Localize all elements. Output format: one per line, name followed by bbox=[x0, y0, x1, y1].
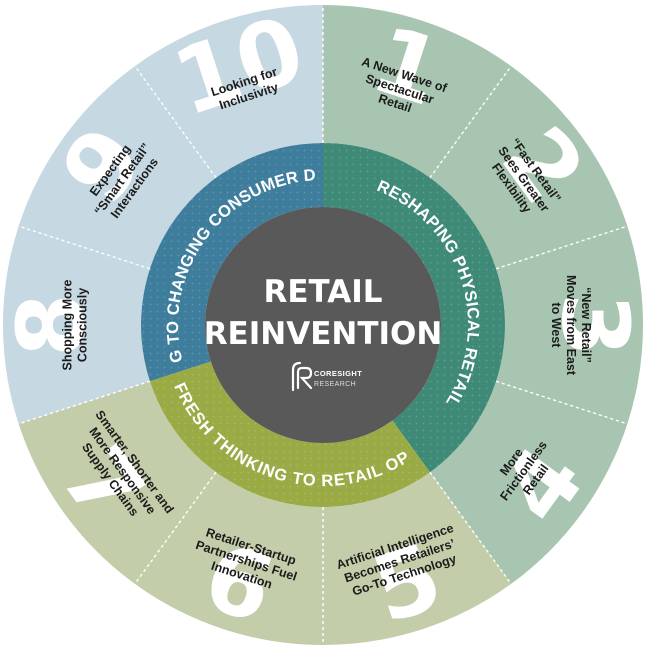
segment-8-label-line: Shopping More bbox=[61, 279, 75, 370]
segment-2-wedge bbox=[429, 66, 628, 269]
segment-3-label-line: to West bbox=[549, 303, 563, 349]
segment-4-wedge bbox=[429, 381, 628, 584]
segment-8-number: 8 bbox=[0, 293, 105, 357]
center-title-line1: RETAIL bbox=[263, 274, 382, 310]
segment-3-label-line: “New Retail” bbox=[579, 287, 593, 363]
segment-divider bbox=[495, 380, 628, 425]
segment-3-number: 3 bbox=[542, 293, 646, 357]
theme-3-texture bbox=[140, 143, 323, 382]
segment-divider bbox=[134, 65, 217, 179]
segment-3-wedge bbox=[496, 226, 643, 424]
segment-divider bbox=[18, 380, 151, 425]
segment-6-wedge bbox=[134, 472, 323, 645]
coresight-logo: CORESIGHT RESEARCH bbox=[291, 361, 362, 392]
segment-8-label-line: Consciously bbox=[76, 288, 90, 362]
coresight-logo-icon bbox=[291, 361, 313, 392]
segment-divider bbox=[495, 225, 628, 270]
segment-7-wedge bbox=[18, 381, 217, 584]
segment-10-wedge bbox=[134, 5, 323, 178]
theme-2-texture bbox=[149, 361, 430, 507]
coresight-logo-sub: RESEARCH bbox=[314, 381, 356, 388]
center-disc: RETAIL REINVENTION CORESIGHT RESEARCH bbox=[204, 207, 443, 443]
segment-1-wedge bbox=[323, 5, 512, 178]
segment-3-label-line: Moves from East bbox=[564, 275, 578, 376]
segment-divider bbox=[134, 471, 217, 585]
segment-divider bbox=[429, 65, 512, 179]
segment-9-wedge bbox=[18, 66, 217, 269]
theme-1-texture bbox=[323, 143, 506, 473]
segment-divider bbox=[18, 225, 151, 270]
center-title-line2: REINVENTION bbox=[204, 316, 443, 352]
coresight-logo-name: CORESIGHT bbox=[314, 369, 362, 378]
segment-divider bbox=[429, 471, 512, 585]
segment-8-wedge bbox=[2, 226, 150, 424]
segment-5-wedge bbox=[323, 472, 512, 645]
